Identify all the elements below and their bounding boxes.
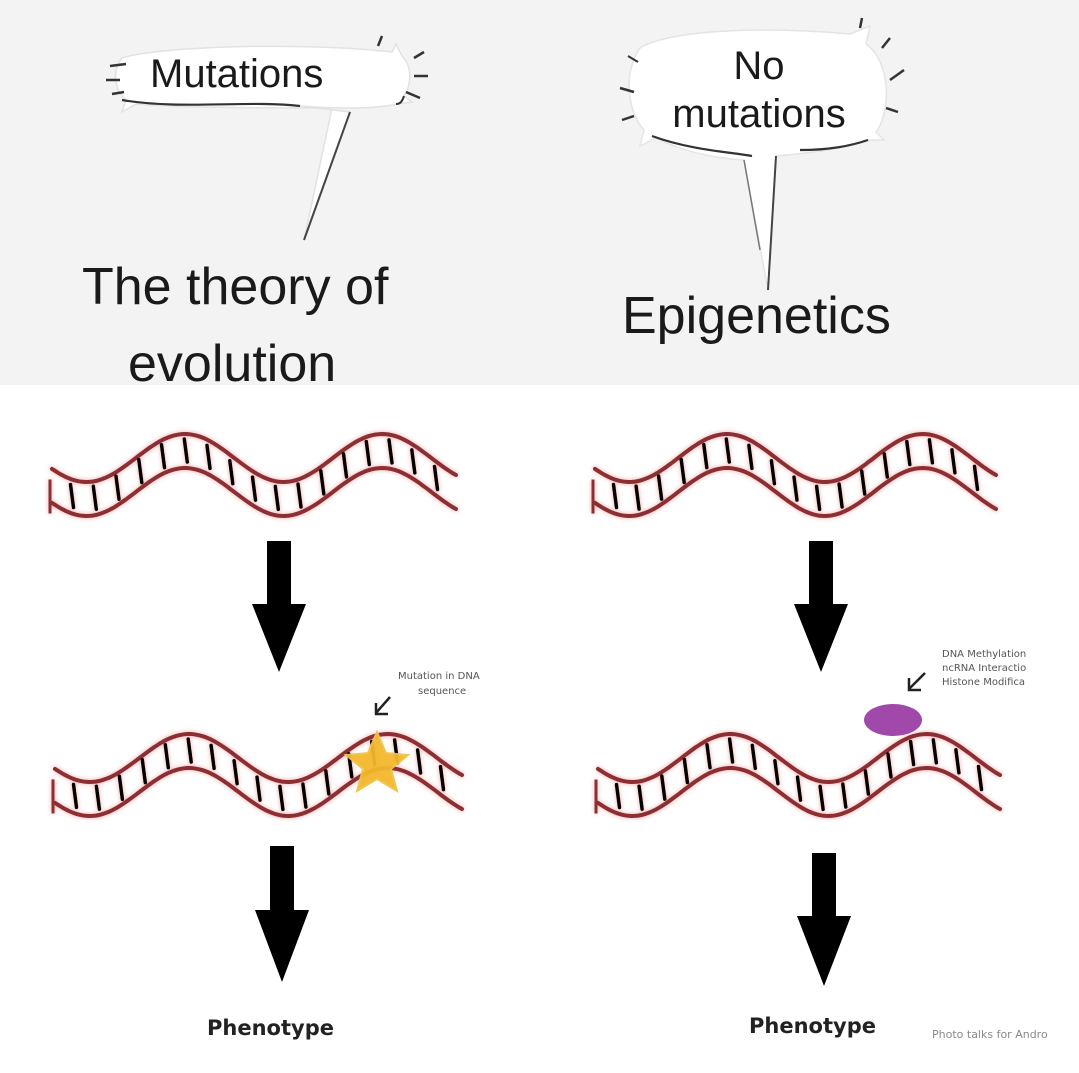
- heading-theory-of-evolution-line1: The theory of: [82, 258, 389, 316]
- dna-rung: [750, 743, 758, 771]
- dna-rung: [432, 464, 440, 492]
- dna-rung: [324, 769, 331, 796]
- dna-rung: [656, 474, 664, 501]
- bubble-label-mutations-right: mutations: [672, 92, 846, 136]
- dna-rung: [859, 469, 867, 496]
- arrow-left-lower: [255, 846, 309, 982]
- dna-rung: [637, 784, 644, 811]
- dna-rung: [438, 764, 446, 792]
- dna-rung: [769, 458, 777, 486]
- dna-rung: [273, 484, 281, 512]
- dna-rung: [410, 448, 417, 475]
- dna-rung: [186, 737, 193, 764]
- dna-rung: [71, 782, 79, 810]
- dna-rung: [364, 439, 372, 467]
- dna-strand-right-upper: [591, 431, 998, 519]
- dna-rung: [818, 784, 825, 812]
- arrow-right-upper: [794, 541, 848, 672]
- annotation-mutation-line1: Mutation in DNA: [398, 671, 480, 682]
- dna-rung: [682, 757, 690, 785]
- heading-theory-of-evolution-line2: evolution: [128, 335, 337, 393]
- dna-rung: [950, 448, 957, 475]
- dna-rung: [137, 457, 144, 485]
- annotation-arrow-right-icon: [907, 672, 926, 692]
- dna-rung: [301, 782, 308, 809]
- dna-rung: [660, 774, 667, 801]
- speech-bubble-right: [619, 17, 905, 291]
- arrow-right-lower: [797, 853, 851, 986]
- arrow-left-upper: [252, 541, 306, 672]
- dna-rung: [232, 758, 239, 786]
- dna-rung: [205, 443, 212, 471]
- dna-rung: [954, 748, 961, 775]
- dna-rung: [727, 737, 735, 764]
- bubble-label-no: No: [733, 44, 785, 88]
- dna-rung: [614, 782, 622, 810]
- dna-rung: [634, 484, 641, 511]
- dna-rung: [91, 484, 99, 511]
- dna-rung: [705, 742, 712, 770]
- phenotype-label-right: Phenotype: [749, 1014, 876, 1038]
- dna-rung: [94, 784, 102, 811]
- dna-rung: [863, 769, 871, 796]
- speech-bubble-left: [106, 35, 428, 241]
- dna-rung: [228, 458, 235, 486]
- dna-rung: [792, 475, 799, 502]
- dna-rung: [702, 442, 709, 470]
- dna-rung: [886, 752, 893, 779]
- dna-layer: [48, 431, 1002, 819]
- dna-rung: [278, 784, 285, 812]
- dna-rung: [117, 774, 125, 802]
- dna-rung: [837, 482, 844, 509]
- annotation-epigenetic-line2: ncRNA Interactio: [942, 663, 1027, 674]
- dna-strand-left-lower: [51, 731, 464, 819]
- annotation-epigenetic-line3: Histone Modifica: [942, 677, 1026, 688]
- dna-rung: [841, 782, 848, 809]
- dna-rung: [415, 748, 423, 775]
- dna-rung: [908, 739, 916, 767]
- dna-strand-left-upper: [48, 431, 458, 519]
- annotation-arrow-left-icon: [374, 696, 391, 716]
- dna-rung: [882, 452, 890, 479]
- dna-rung: [679, 457, 686, 485]
- watermark: Photo talks for Andro: [932, 1028, 1048, 1041]
- dna-rung: [68, 482, 76, 510]
- dna-rung: [976, 764, 984, 792]
- annotation-epigenetic-line1: DNA Methylation: [942, 649, 1027, 660]
- dna-rung: [250, 475, 258, 502]
- dna-rung: [795, 775, 803, 802]
- mutation-star-icon: [343, 729, 411, 794]
- dna-rung: [140, 757, 148, 785]
- heading-epigenetics: Epigenetics: [622, 287, 891, 345]
- dna-rung: [814, 484, 822, 512]
- dna-rung: [972, 464, 980, 492]
- dna-rung: [724, 437, 732, 464]
- dna-strand-right-lower: [594, 731, 1002, 819]
- dna-rung: [159, 442, 167, 470]
- dna-rung: [931, 738, 939, 765]
- dna-rung: [319, 469, 326, 496]
- dna-rung: [387, 438, 394, 465]
- bubble-label-mutations: Mutations: [150, 52, 324, 96]
- dna-rung: [296, 482, 303, 509]
- dna-rung: [255, 775, 262, 802]
- dna-rung: [611, 482, 619, 510]
- epigenetic-mark-icon: [864, 704, 922, 736]
- dna-rung: [114, 474, 121, 501]
- annotation-mutation-line2: sequence: [418, 686, 467, 697]
- dna-rung: [927, 438, 935, 465]
- dna-rung: [163, 742, 171, 770]
- dna-rung: [747, 443, 754, 471]
- phenotype-label-left: Phenotype: [207, 1016, 334, 1040]
- dna-rung: [182, 437, 190, 464]
- dna-rung: [341, 452, 349, 479]
- dna-rung: [905, 439, 912, 467]
- dna-rung: [209, 743, 216, 771]
- dna-rung: [773, 758, 780, 786]
